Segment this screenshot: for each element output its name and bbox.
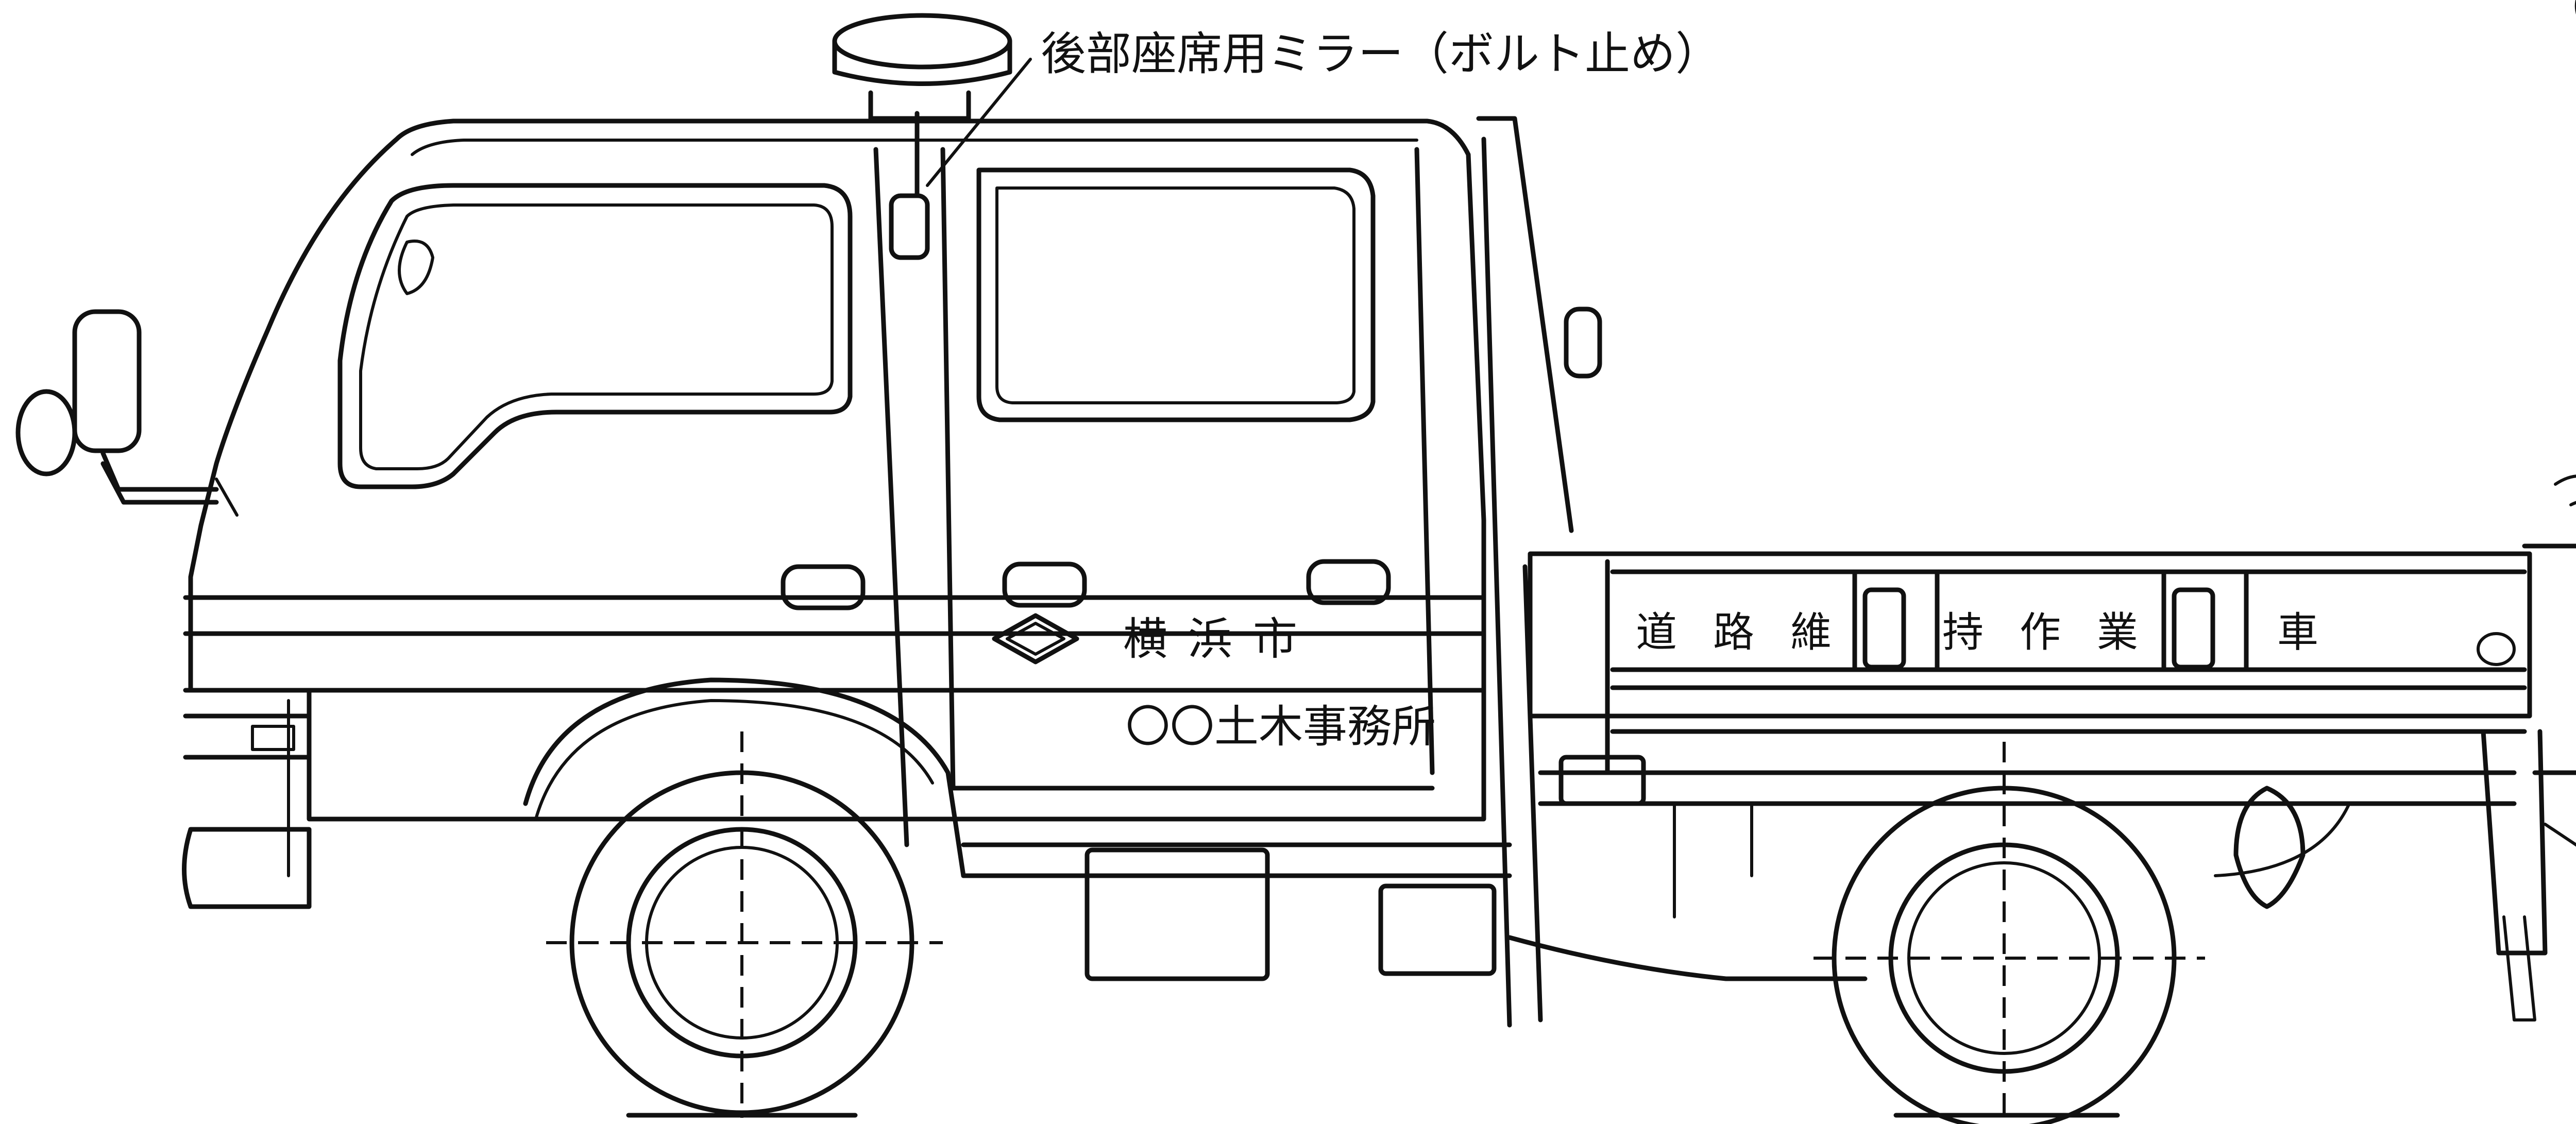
chassis (961, 729, 2576, 981)
cab (182, 118, 1486, 909)
rear-door-window (976, 167, 1376, 422)
rear-wheel (1814, 742, 2205, 1124)
dump-bed (1528, 474, 2576, 806)
rear-mudflap (2502, 915, 2536, 1021)
front-wheel (546, 731, 943, 1118)
rear-door-front-edge (940, 147, 956, 791)
corner-page-mark: (3) (2571, 0, 2576, 32)
door-handle-rear-1 (1002, 561, 1087, 608)
bed-label-1: 道路維 (1636, 608, 1868, 656)
rear-door-back-edge (1414, 147, 1435, 775)
rear-seat-mirror (889, 111, 930, 260)
city-emblem-icon (992, 613, 1079, 665)
bed-label-3: 車 (2277, 608, 2318, 656)
roof-beacon (832, 13, 1012, 121)
door-handle-front (781, 564, 866, 610)
mirror-callout-label: 後部座席用ミラー（ボルト止め） (1041, 27, 1721, 80)
front-door-seam (873, 147, 909, 847)
door-office-name: 〇〇土木事務所 (1126, 701, 1436, 753)
cab-rear-panel (1476, 116, 1602, 1028)
bed-label-2: 持作業 (1942, 608, 2174, 656)
door-city-name: 横浜市 (1123, 614, 1318, 665)
door-handle-rear-2 (1306, 559, 1391, 605)
front-window (337, 183, 853, 489)
side-mirror (15, 309, 239, 517)
